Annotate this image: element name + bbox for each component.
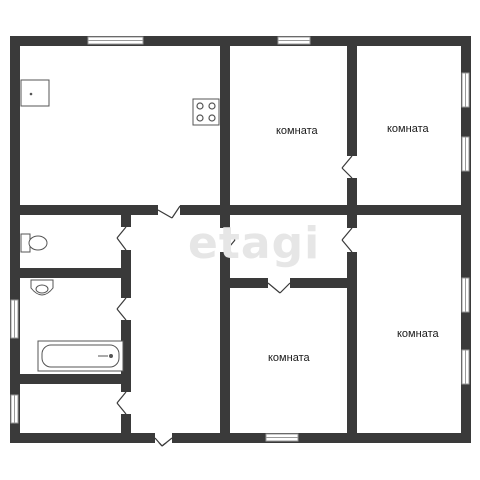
brand-logo: ДомКлик [26,444,109,459]
room-label-lower-middle: комната [268,352,310,364]
door-entrance-leaf [154,437,163,447]
wall-lower-middle-top [230,278,268,288]
door-center [224,227,236,241]
wall-bottom [10,433,471,443]
interior-walls [20,46,461,433]
wall-upper-rooms-divider [347,46,357,156]
door-leaf [171,205,181,219]
wall-top [10,36,471,46]
door-leaf [341,239,353,253]
wall-segment [121,414,131,433]
wall-corridor-left [121,215,131,227]
room-label-upper-middle: комната [276,125,318,137]
wall-center-vertical [220,215,230,228]
door-leaf [116,308,127,321]
wall-horizontal-center [180,205,461,215]
door-lower-left [116,391,127,404]
wall-segment [121,320,131,392]
brand-mark-icon [26,446,37,457]
windows [10,36,470,442]
washbasin-icon [30,279,54,296]
brand-name: ДомКлик [40,444,110,459]
wall-segment [290,278,357,288]
wall-kitchen-divider [220,46,230,208]
outer-walls [10,36,471,443]
kitchen-sink-icon [20,79,50,107]
wall-bath-bottom [20,374,131,384]
wall-segment [220,252,230,433]
room-label-lower-right: комната [397,328,439,340]
wall-horizontal-left [20,205,158,215]
bathtub-icon [37,340,124,372]
entrance-gap [155,433,172,443]
wall-toilet-bottom [20,268,131,278]
toilet-icon [20,233,48,253]
door-entrance-leaf [161,437,173,447]
door-toilet [116,226,127,239]
room-label-upper-right: комната [387,123,429,135]
wall-right-rooms-divider [347,215,357,228]
door-bath [116,297,127,310]
door-leaf [341,167,353,179]
wall-left [10,36,20,443]
doors [116,155,353,447]
door-leaf [116,237,127,251]
door-lower-middle [267,282,281,294]
door-right-room [341,227,353,241]
wall-segment [347,178,357,208]
door-kitchen [157,209,173,219]
door-leaf [279,282,291,294]
watermark: etagi [188,218,321,269]
wall-segment [347,252,357,433]
door-leaf [116,402,127,415]
wall-right [461,36,471,443]
stove-icon [192,98,220,126]
door-upper-right [341,155,353,169]
door-leaf [224,239,236,253]
